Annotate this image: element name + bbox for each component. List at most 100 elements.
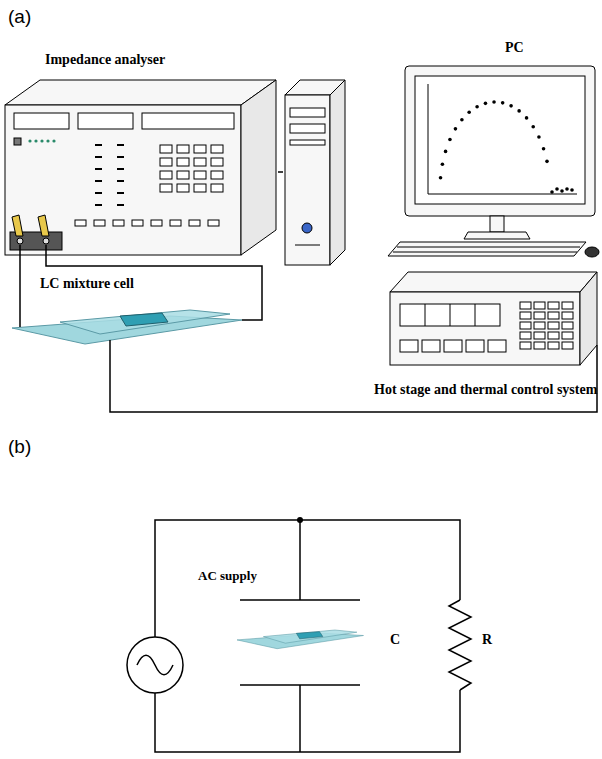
plot-point [517, 109, 521, 113]
button [520, 322, 531, 329]
button [160, 184, 172, 192]
button [194, 171, 206, 179]
button [160, 145, 172, 153]
button [562, 302, 573, 309]
plot-point [542, 147, 546, 151]
device-label: PC [505, 40, 524, 57]
button [75, 220, 86, 226]
button [400, 340, 418, 352]
button [534, 332, 545, 339]
button [548, 332, 559, 339]
plot-point [484, 102, 488, 106]
button [160, 158, 172, 166]
circuit [127, 520, 471, 752]
button [177, 184, 189, 192]
plot-point [439, 176, 443, 180]
impedance-analyser [5, 80, 276, 255]
plot-point [467, 111, 471, 115]
indicator-led [52, 139, 55, 142]
device-label: Hot stage and thermal control system [374, 382, 597, 402]
button [562, 312, 573, 319]
cable [19, 256, 21, 276]
plot-point [537, 135, 541, 139]
plot-point [444, 150, 448, 154]
button [548, 312, 559, 319]
button [113, 220, 124, 226]
button [194, 158, 206, 166]
button [548, 322, 559, 329]
button [132, 220, 143, 226]
plot-point [454, 127, 458, 131]
pc-tower [285, 80, 345, 265]
device-group: PC [283, 40, 600, 268]
plot-point [475, 105, 479, 109]
button [534, 322, 545, 329]
plot-point [501, 101, 505, 105]
button [562, 322, 573, 329]
switch-mark [95, 204, 102, 206]
lc-cell [12, 310, 242, 344]
plot-point [570, 188, 574, 192]
switch-mark [117, 168, 124, 170]
button [211, 184, 223, 192]
button [177, 145, 189, 153]
panel-label: (b) [8, 436, 31, 459]
button [520, 302, 531, 309]
component-label: C [390, 632, 400, 649]
plot-point [460, 118, 464, 122]
button [194, 184, 206, 192]
device-label: Impedance analyser [45, 52, 165, 69]
button [170, 220, 181, 226]
indicator-led [46, 139, 49, 142]
switch-mark [95, 168, 102, 170]
component-label: R [482, 632, 492, 649]
button [151, 220, 162, 226]
button [160, 171, 172, 179]
button [177, 171, 189, 179]
button [548, 342, 559, 349]
plot-point [565, 187, 569, 191]
button [208, 220, 219, 226]
button [534, 342, 545, 349]
switch-mark [117, 180, 124, 182]
cable [278, 171, 283, 173]
switch-mark [117, 192, 124, 194]
button [520, 312, 531, 319]
button [534, 302, 545, 309]
switch-mark [117, 144, 124, 146]
button [520, 342, 531, 349]
device-group: Impedance analyser [0, 52, 278, 256]
cable [110, 355, 597, 412]
switch-mark [95, 144, 102, 146]
plot-point [550, 190, 554, 194]
junction-dot [297, 517, 303, 523]
plot-point [525, 116, 529, 120]
indicator-led [34, 139, 37, 142]
hot-stage [390, 272, 597, 365]
wire [20, 245, 597, 402]
button [534, 312, 545, 319]
switch-mark [95, 156, 102, 158]
component-label: AC supply [198, 568, 257, 584]
button [466, 340, 484, 352]
button [488, 340, 506, 352]
keyboard [388, 242, 599, 257]
plot-point [448, 138, 452, 142]
plot-point [560, 189, 564, 193]
button [194, 145, 206, 153]
indicator-led [28, 139, 31, 142]
lc-cell [237, 630, 364, 649]
plot-point [531, 125, 535, 129]
switch-mark [95, 192, 102, 194]
button [177, 158, 189, 166]
button [211, 158, 223, 166]
button [94, 220, 105, 226]
button [562, 332, 573, 339]
button [520, 332, 531, 339]
plot-point [555, 187, 559, 191]
button [211, 145, 223, 153]
pc-monitor [405, 66, 595, 239]
device-label: LC mixture cell [40, 276, 134, 293]
device-group: LC mixture cell [10, 276, 245, 355]
